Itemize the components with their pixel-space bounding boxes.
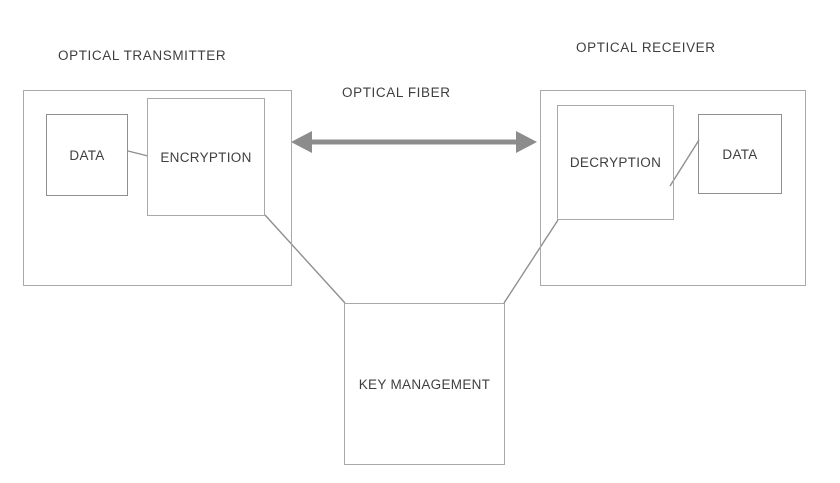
arrowhead-right-icon <box>516 131 537 153</box>
connector-encryption-to-key-management <box>264 214 346 304</box>
title-optical-fiber: OPTICAL FIBER <box>342 85 451 100</box>
receiver-container[interactable] <box>540 90 806 286</box>
data-output-label: DATA <box>722 146 758 162</box>
optical-fiber-arrow <box>291 131 537 153</box>
connector-decryption-to-data <box>669 139 700 187</box>
connector-data-to-encryption <box>127 150 149 157</box>
data-input-box[interactable]: DATA <box>46 114 128 196</box>
data-input-label: DATA <box>69 147 105 163</box>
transmitter-container[interactable] <box>23 90 292 286</box>
arrowhead-left-icon <box>291 131 312 153</box>
title-optical-receiver: OPTICAL RECEIVER <box>576 40 716 55</box>
decryption-label: DECRYPTION <box>569 155 662 170</box>
decryption-box[interactable]: DECRYPTION <box>557 105 674 220</box>
key-management-box[interactable]: KEY MANAGEMENT <box>344 303 505 465</box>
data-output-box[interactable]: DATA <box>698 114 782 194</box>
title-optical-transmitter: OPTICAL TRANSMITTER <box>58 48 227 63</box>
encryption-label: ENCRYPTION <box>160 149 252 165</box>
encryption-box[interactable]: ENCRYPTION <box>147 98 265 216</box>
key-management-label: KEY MANAGEMENT <box>358 376 491 392</box>
connector-key-management-to-decryption <box>503 219 559 304</box>
